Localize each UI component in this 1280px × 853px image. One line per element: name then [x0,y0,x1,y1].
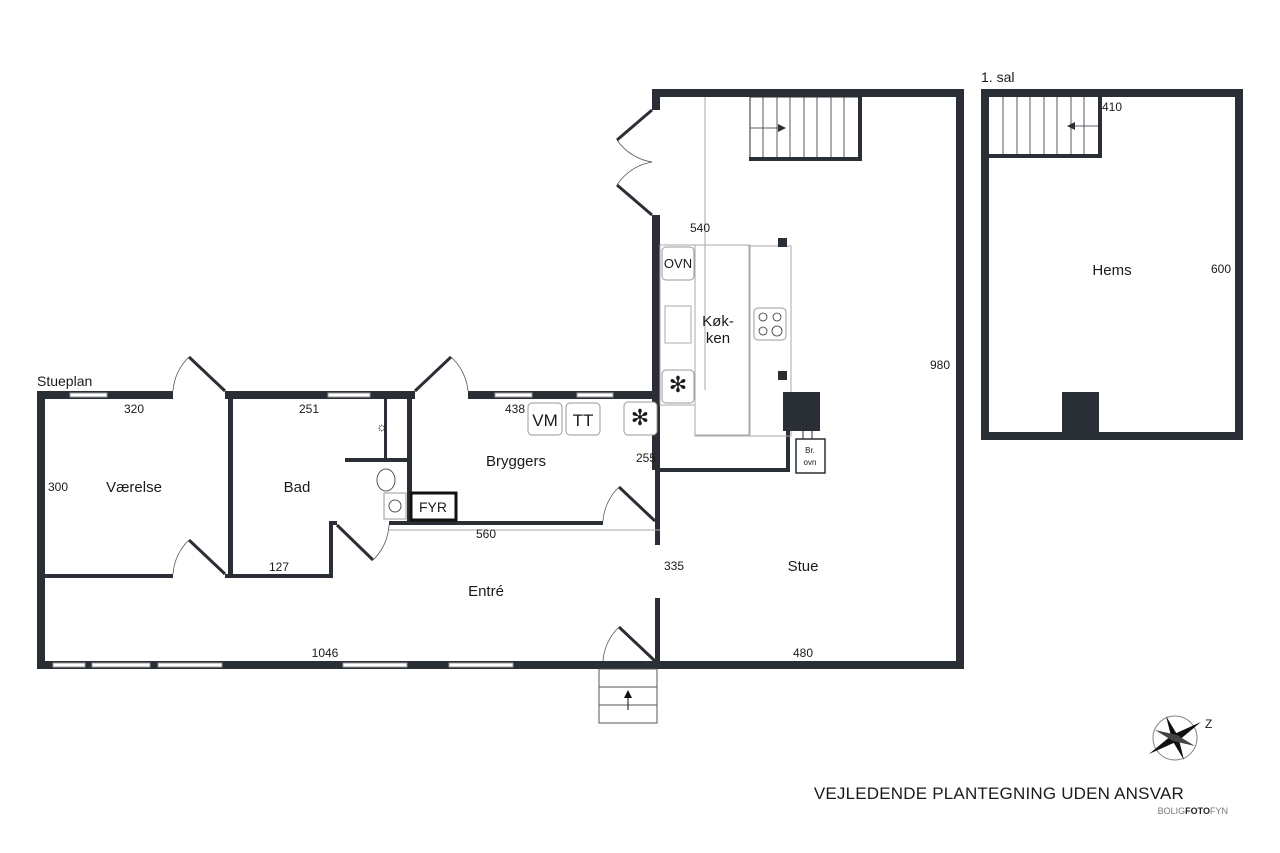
dim-bad-w: 251 [299,402,319,416]
dim-bad-bottom: 127 [269,560,289,574]
dim-total-w: 1046 [312,646,339,660]
oven-label: OVN [664,256,692,271]
room-labels: Værelse Bad Bryggers Entré Køk- ken Stue… [106,262,1132,600]
room-bad: Bad [284,479,311,496]
doors [172,108,657,663]
dim-hems-w: 410 [1102,100,1122,114]
stove-label-1: Br. [805,446,815,455]
room-hems: Hems [1092,262,1131,279]
windows [52,90,1242,668]
kitchen-counters: ✻ ✻ ☼ [376,238,826,522]
compass-icon: Z [1149,715,1212,761]
dim-hall: 560 [476,527,496,541]
first-floor-label: 1. sal [981,69,1015,85]
dim-vaerelse-h: 300 [48,480,68,494]
staircase[interactable] [749,96,862,161]
washer-label: VM [532,411,558,430]
boiler-label: FYR [419,499,447,515]
disclaimer: VEJLEDENDE PLANTEGNING UDEN ANSVAR [813,784,1184,803]
room-stue: Stue [788,558,819,575]
main-house-walls [389,89,964,669]
brand-part-2: FOTO [1185,806,1210,816]
dryer-label: TT [573,411,594,430]
room-entre: Entré [468,583,504,600]
brand-part-3: FYN [1210,806,1228,816]
svg-text:Z: Z [1205,717,1212,731]
dim-kitchen-w: 540 [690,221,710,235]
brand-logo: BOLIGFOTOFYN [1158,806,1228,816]
svg-text:☼: ☼ [376,419,388,434]
brand-part-1: BOLIG [1157,806,1186,816]
dim-vaerelse-w: 320 [124,402,144,416]
entrance-steps [598,668,658,724]
svg-text:✻: ✻ [631,405,649,430]
stove-label-2: ovn [804,458,817,467]
room-vaerelse: Værelse [106,479,162,496]
dim-bryggers-w: 438 [505,402,525,416]
dim-bryggers-h: 255 [636,451,656,465]
dim-stue-w: 480 [793,646,813,660]
room-bryggers: Bryggers [486,453,546,470]
room-kokken-1: Køk- [702,313,734,330]
appliance-labels: OVN VM TT FYR Br. ovn [419,256,816,515]
ground-floor-label: Stueplan [37,373,93,389]
dim-hems-h: 600 [1211,262,1231,276]
room-kokken-2: ken [706,330,730,347]
hems-walls [981,89,1243,440]
dim-entre-h: 335 [664,559,684,573]
svg-text:✻: ✻ [669,372,687,397]
dim-house-h: 980 [930,358,950,372]
dimension-labels: 320 300 251 127 438 255 560 335 1046 540… [48,100,1231,660]
